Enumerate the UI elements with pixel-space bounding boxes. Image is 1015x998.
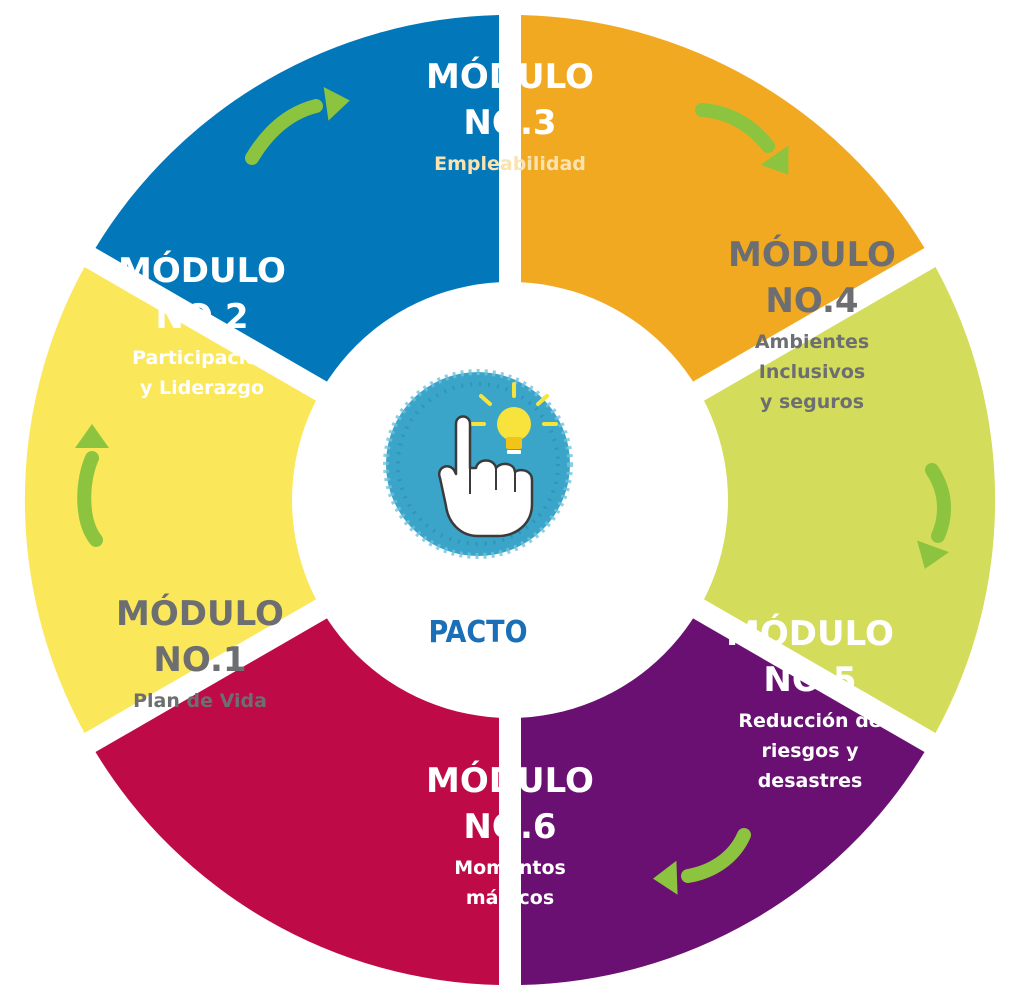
module-1-title: MÓDULO [116, 593, 284, 634]
module-2-title: MÓDULO [118, 250, 286, 291]
module-4-subtitle-line: Ambientes [755, 331, 869, 353]
module-3-number: NO.3 [463, 103, 556, 143]
module-5-number: NO.5 [763, 660, 856, 700]
module-4-subtitle-line: y seguros [760, 391, 864, 413]
module-1-subtitle-line: Plan de Vida [133, 690, 267, 712]
module-6-title: MÓDULO [426, 760, 594, 801]
module-5-subtitle-line: desastres [758, 770, 863, 792]
module-2-number: NO.2 [155, 297, 248, 337]
module-5-segment [521, 616, 925, 985]
module-4-number: NO.4 [765, 281, 858, 321]
arrow-1-to-2 [75, 424, 109, 547]
arrow-4-to-5 [917, 463, 952, 569]
module-2-segment [95, 15, 500, 384]
hand-lightbulb-idea-icon [383, 369, 573, 559]
module-6-segment [95, 616, 500, 985]
module-6-subtitle-line: Momentos [454, 857, 566, 879]
module-3-subtitle-line: Empleabilidad [434, 153, 586, 175]
arrow-5-to-6 [653, 828, 751, 895]
module-4-title: MÓDULO [728, 234, 896, 275]
module-5-title: MÓDULO [726, 613, 894, 654]
module-2-subtitle-line: y Liderazgo [140, 377, 264, 399]
module-1-number: NO.1 [153, 640, 246, 680]
arrow-2-to-3 [245, 87, 350, 165]
module-3-segment [521, 15, 925, 384]
arrow-3-to-4 [695, 103, 789, 175]
module-6-subtitle-line: mágicos [466, 887, 554, 909]
module-4-subtitle-line: Inclusivos [759, 361, 865, 383]
center-hub: PACTO [292, 282, 728, 718]
module-5-subtitle-line: Reducción de [738, 710, 881, 732]
center-label: PACTO [428, 615, 527, 650]
module-4-segment [699, 267, 996, 733]
module-5-subtitle-line: riesgos y [761, 740, 859, 762]
module-1-segment [24, 267, 321, 733]
module-3-title: MÓDULO [426, 56, 594, 97]
module-2-subtitle-line: Participación [132, 347, 272, 369]
module-6-number: NO.6 [463, 807, 556, 847]
